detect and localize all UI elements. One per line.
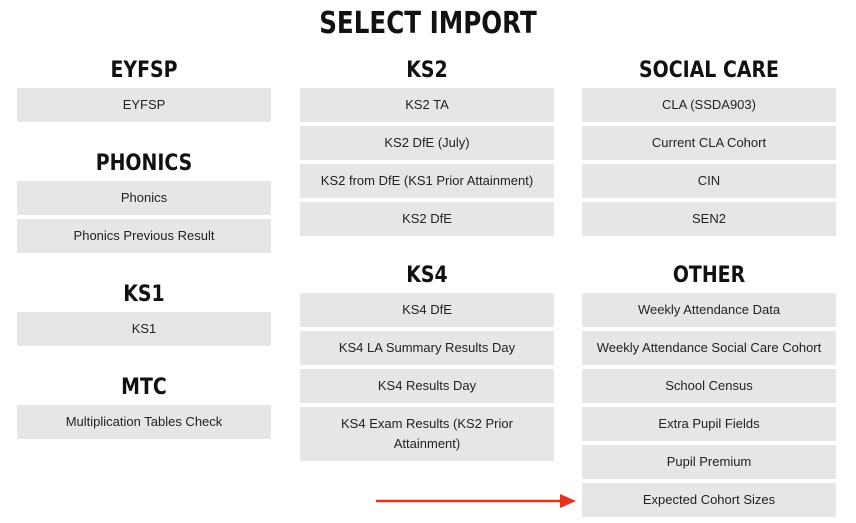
- import-option-ks4-results-day[interactable]: KS4 Results Day: [300, 369, 554, 403]
- import-option-ks4-dfe[interactable]: KS4 DfE: [300, 293, 554, 327]
- import-option-cla-ssda903[interactable]: CLA (SSDA903): [582, 88, 836, 122]
- red-arrow-icon: [376, 494, 576, 508]
- section-title-mtc: MTC: [121, 375, 167, 400]
- import-option-ks2-dfe-july[interactable]: KS2 DfE (July): [300, 126, 554, 160]
- section-title-other: OTHER: [672, 263, 746, 288]
- import-option-pupil-premium[interactable]: Pupil Premium: [582, 445, 836, 479]
- section-social-care: SOCIAL CARE CLA (SSDA903) Current CLA Co…: [582, 54, 836, 236]
- import-option-phonics[interactable]: Phonics: [17, 181, 271, 215]
- import-option-ks1[interactable]: KS1: [17, 312, 271, 346]
- import-option-cin[interactable]: CIN: [582, 164, 836, 198]
- import-option-ks2-dfe[interactable]: KS2 DfE: [300, 202, 554, 236]
- import-option-weekly-attendance-data[interactable]: Weekly Attendance Data: [582, 293, 836, 327]
- import-option-ks4-exam-results-ks2-prior[interactable]: KS4 Exam Results (KS2 Prior Attainment): [300, 407, 554, 461]
- import-option-eyfsp[interactable]: EYFSP: [17, 88, 271, 122]
- import-option-ks2-from-dfe-ks1-prior[interactable]: KS2 from DfE (KS1 Prior Attainment): [300, 164, 554, 198]
- section-mtc: MTC Multiplication Tables Check: [17, 371, 271, 439]
- import-option-weekly-attendance-social-care-cohort[interactable]: Weekly Attendance Social Care Cohort: [582, 331, 836, 365]
- section-title-social-care: SOCIAL CARE: [639, 58, 779, 83]
- import-option-extra-pupil-fields[interactable]: Extra Pupil Fields: [582, 407, 836, 441]
- import-option-phonics-previous-result[interactable]: Phonics Previous Result: [17, 219, 271, 253]
- section-title-eyfsp: EYFSP: [110, 58, 178, 83]
- import-option-ks2-ta[interactable]: KS2 TA: [300, 88, 554, 122]
- import-option-current-cla-cohort[interactable]: Current CLA Cohort: [582, 126, 836, 160]
- section-title-ks4: KS4: [406, 263, 448, 288]
- section-title-ks1: KS1: [123, 282, 165, 307]
- section-ks1: KS1 KS1: [17, 278, 271, 346]
- page-title: SELECT IMPORT: [319, 6, 537, 41]
- import-option-sen2[interactable]: SEN2: [582, 202, 836, 236]
- section-eyfsp: EYFSP EYFSP: [17, 54, 271, 122]
- import-option-ks4-la-summary-results-day[interactable]: KS4 LA Summary Results Day: [300, 331, 554, 365]
- import-option-school-census[interactable]: School Census: [582, 369, 836, 403]
- section-phonics: PHONICS Phonics Phonics Previous Result: [17, 147, 271, 253]
- section-ks4: KS4 KS4 DfE KS4 LA Summary Results Day K…: [300, 259, 554, 461]
- section-title-phonics: PHONICS: [95, 151, 193, 176]
- import-option-multiplication-tables-check[interactable]: Multiplication Tables Check: [17, 405, 271, 439]
- section-title-ks2: KS2: [406, 58, 448, 83]
- import-option-expected-cohort-sizes[interactable]: Expected Cohort Sizes: [582, 483, 836, 517]
- section-other: OTHER Weekly Attendance Data Weekly Atte…: [582, 259, 836, 517]
- section-ks2: KS2 KS2 TA KS2 DfE (July) KS2 from DfE (…: [300, 54, 554, 236]
